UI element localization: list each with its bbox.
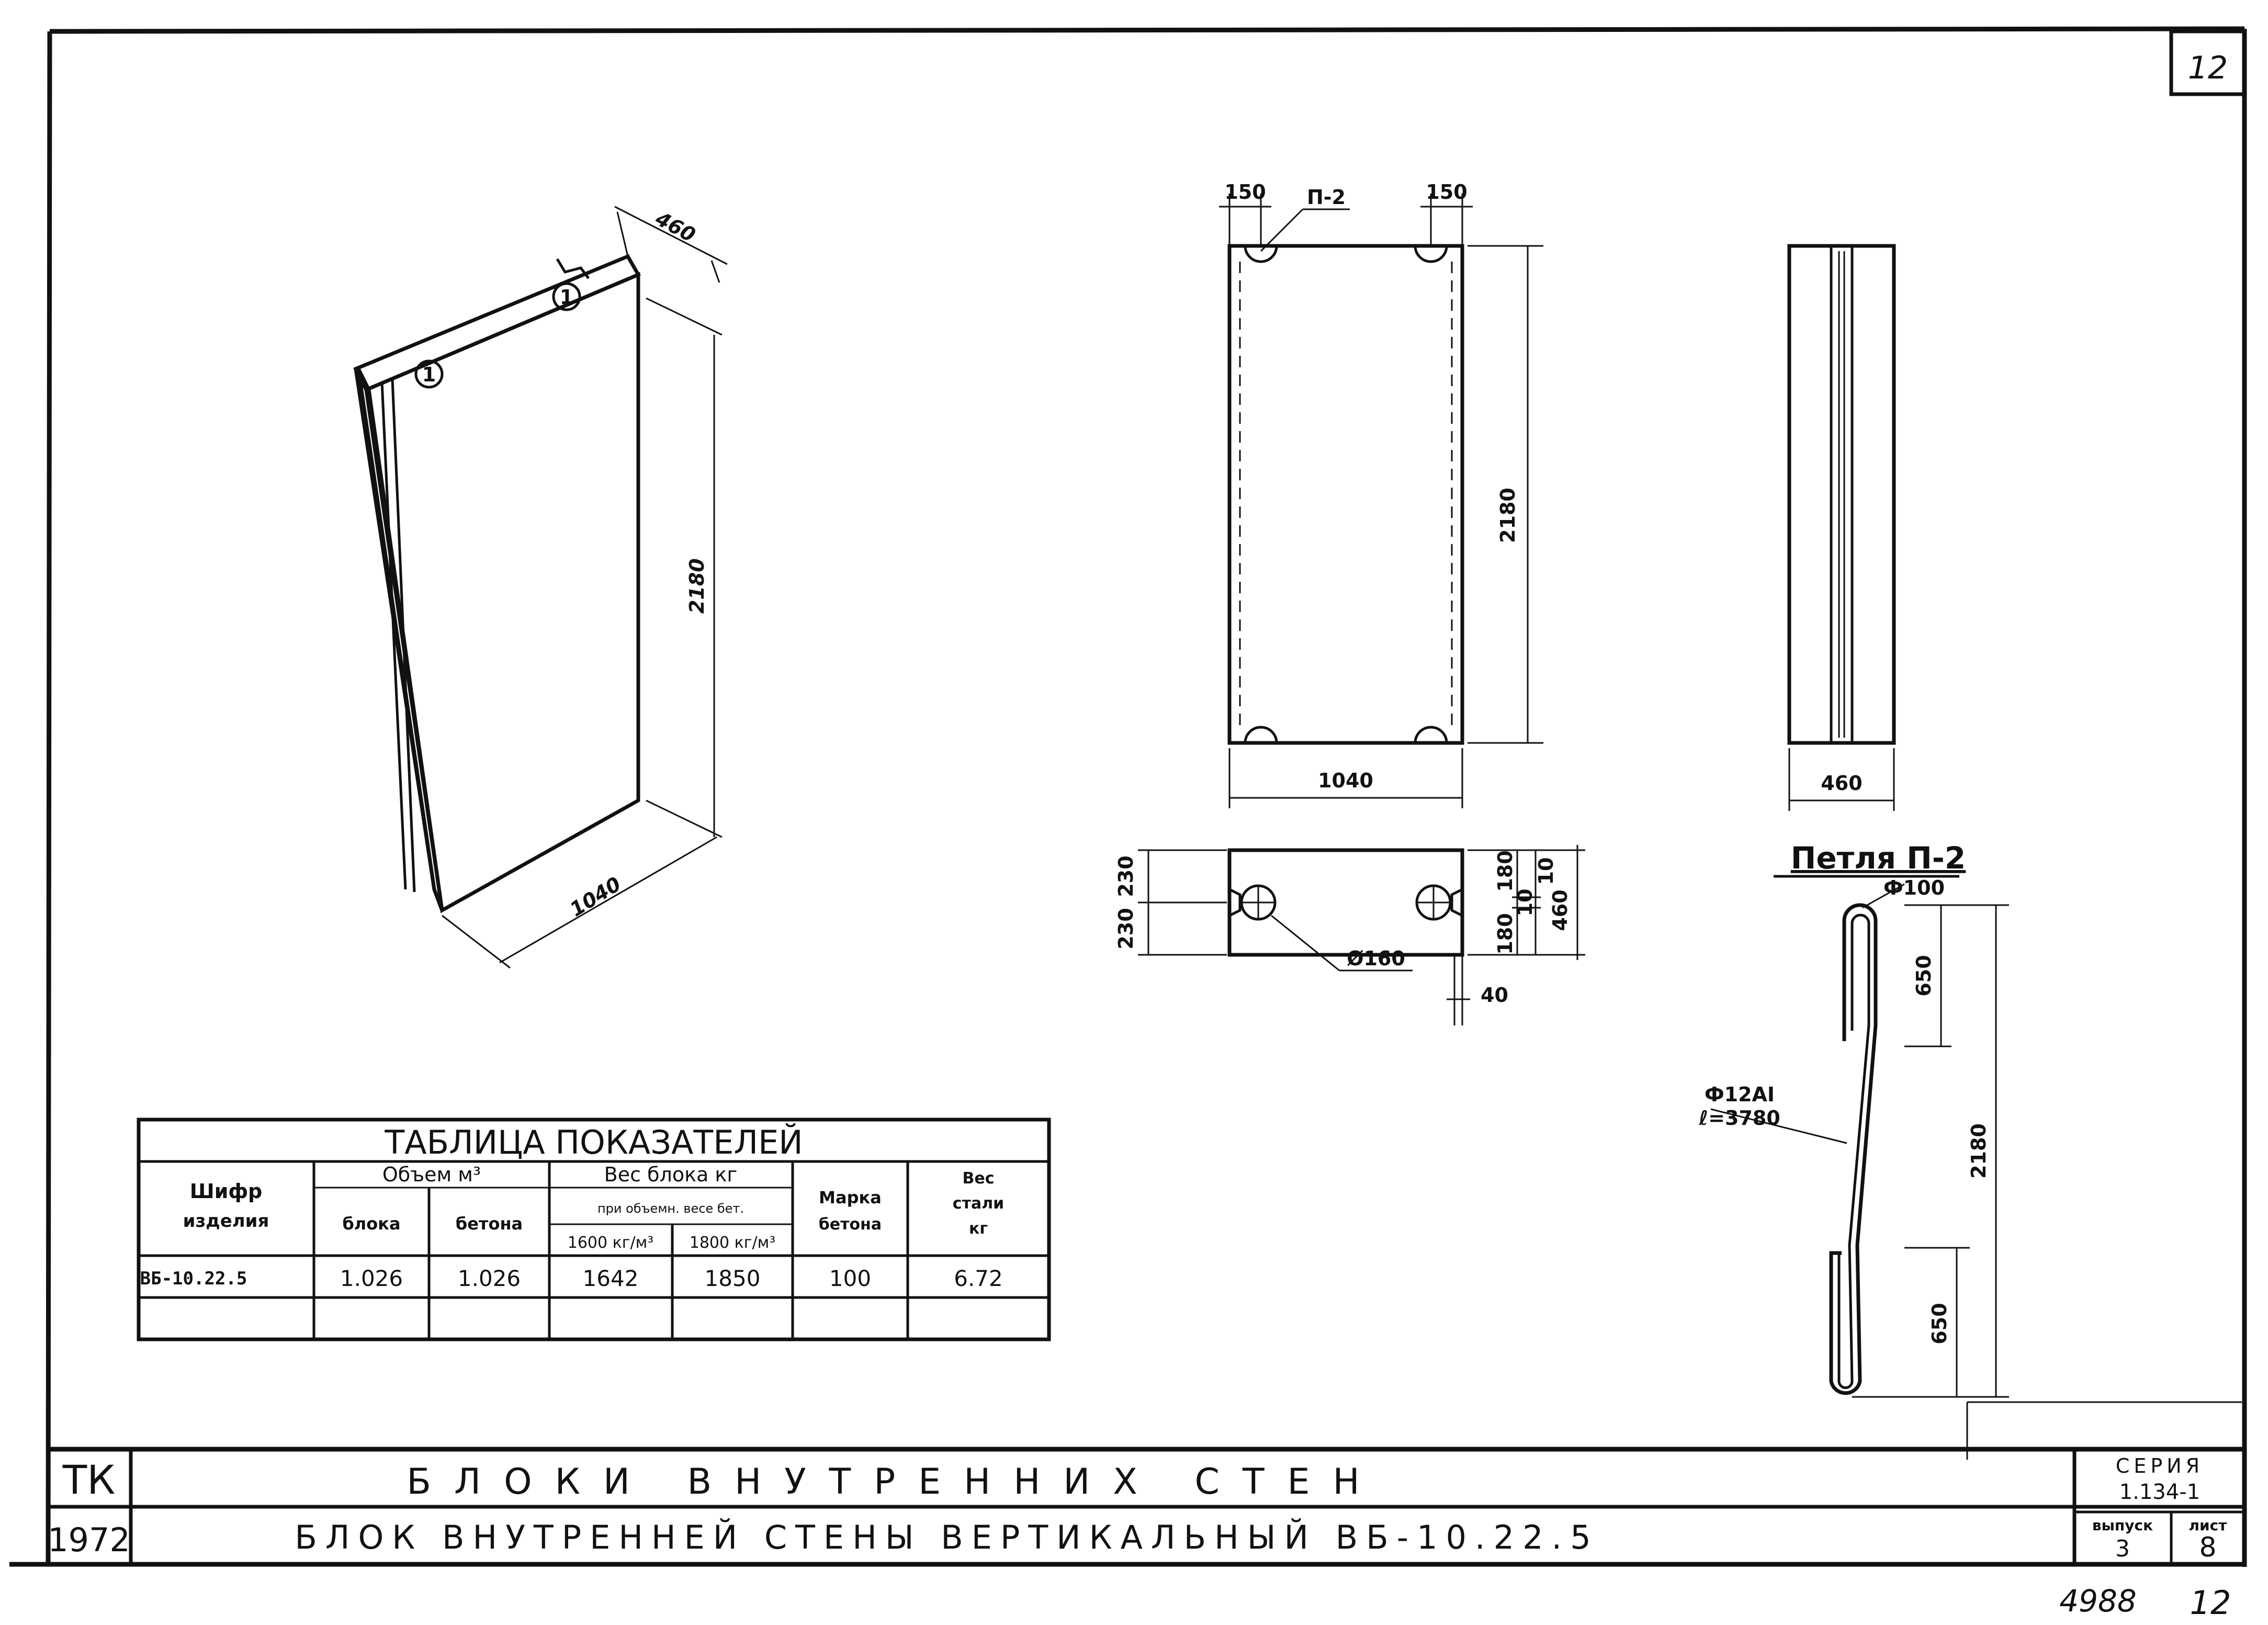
table-title: ТАБЛИЦА ПОКАЗАТЕЛЕЙ [384,1123,803,1161]
issue-value: 3 [2115,1536,2130,1562]
loop-dim-total: 2180 [1967,1123,1990,1179]
table-row: ВБ-10.22.5 1.026 1.026 1642 1850 100 6.7… [140,1266,1003,1291]
loop-p2-detail: Петля П-2 Ф100 Ф12АІ ℓ=3780 650 2180 650 [1698,840,2242,1460]
front-dim-left-offset: 150 [1224,180,1266,204]
indicators-table: ТАБЛИЦА ПОКАЗАТЕЛЕЙ Шифр изделия Объем м… [137,1118,1051,1341]
title-org: ТК [62,1457,115,1503]
iso-marker-2: 1 [560,286,573,309]
table-header-weight-1800: 1800 кг/м³ [690,1234,776,1252]
table-header-code-2: изделия [183,1211,269,1232]
front-view: 150 150 П-2 2180 1040 [1219,180,1543,808]
plan-dim-right-1: 180 [1494,850,1517,892]
cell-vol-block: 1.026 [340,1266,403,1291]
plan-dim-left-bottom: 230 [1114,908,1137,949]
series-label: СЕРИЯ [2116,1454,2204,1477]
iso-dim-height: 2180 [685,558,708,614]
loop-dim-bottom: 650 [1928,1303,1951,1344]
isometric-view: 1 1 460 2180 1040 [353,206,728,969]
front-loop-label: П-2 [1307,186,1346,209]
plan-dim-right-3: 10 [1514,889,1537,917]
iso-dim-thickness: 460 [651,207,699,247]
table-header-weight-1600: 1600 кг/м³ [568,1234,654,1252]
table-header-grade-2: бетона [819,1215,882,1234]
sheet-number-box: 12 [2169,29,2247,96]
table-header-volume: Объем м³ [382,1163,481,1186]
iso-marker-1: 1 [422,363,436,386]
table-header-volume-concrete: бетона [456,1214,523,1234]
cell-vol-concrete: 1.026 [458,1266,521,1291]
note-right: 12 [2190,1584,2231,1622]
title-line-2: БЛОК ВНУТРЕННЕЙ СТЕНЫ ВЕРТИКАЛЬНЫЙ ВБ-10… [295,1518,1599,1556]
plan-dim-right-4: 10 [1534,857,1558,885]
table-header-steel-1: Вес [963,1169,995,1188]
loop-dim-top: 650 [1912,955,1935,996]
note-left: 4988 [2059,1583,2137,1619]
table-header-weight: Вес блока кг [604,1163,738,1186]
sheet-number: 12 [2188,50,2228,86]
side-view: 460 [1787,244,1896,811]
plan-dim-bottom: 40 [1481,984,1508,1007]
series-value: 1.134-1 [2119,1480,2200,1504]
loop-bar-spec-2: ℓ=3780 [1698,1107,1780,1130]
iso-dim-length: 1040 [566,872,625,921]
table-header-grade-1: Марка [819,1188,882,1208]
loop-bar-spec-1: Ф12АІ [1705,1083,1775,1106]
cell-grade: 100 [829,1266,871,1291]
title-year: 1972 [48,1521,130,1559]
plan-dim-right-2: 180 [1494,913,1517,954]
table-header-weight-sub: при объемн. весе бет. [597,1201,744,1216]
handwritten-notes: 4988 12 [2059,1583,2231,1622]
sheet-value: 8 [2199,1532,2216,1563]
front-dim-right-offset: 150 [1426,180,1467,204]
front-dim-height: 2180 [1496,488,1519,543]
plan-dim-right-total: 460 [1549,889,1572,931]
plan-dim-left-top: 230 [1114,855,1137,897]
sheet-label: лист [2189,1517,2228,1534]
loop-title: Петля П-2 [1791,840,1966,876]
loop-dim-diameter: Ф100 [1883,876,1945,899]
cell-steel: 6.72 [954,1266,1003,1291]
issue-label: выпуск [2092,1517,2153,1534]
sheet-frame [10,26,2247,1567]
table-header-steel-3: кг [969,1220,988,1238]
plan-hole-label: Ø160 [1347,947,1405,970]
cell-w1600: 1642 [583,1266,639,1291]
cell-code: ВБ-10.22.5 [140,1268,247,1289]
front-dim-width: 1040 [1318,769,1373,792]
table-header-steel-2: стали [953,1194,1004,1213]
table-header-code-1: Шифр [190,1180,262,1203]
title-block: ТК 1972 БЛОКИ ВНУТРЕННИХ СТЕН БЛОК ВНУТР… [9,1447,2244,1567]
plan-view: Ø160 230 230 180 180 10 10 460 40 [1114,845,1585,1025]
side-dim-width: 460 [1821,772,1862,795]
table-header-volume-block: блока [342,1214,400,1234]
cell-w1800: 1850 [705,1266,761,1291]
title-line-1: БЛОКИ ВНУТРЕННИХ СТЕН [407,1461,1382,1503]
